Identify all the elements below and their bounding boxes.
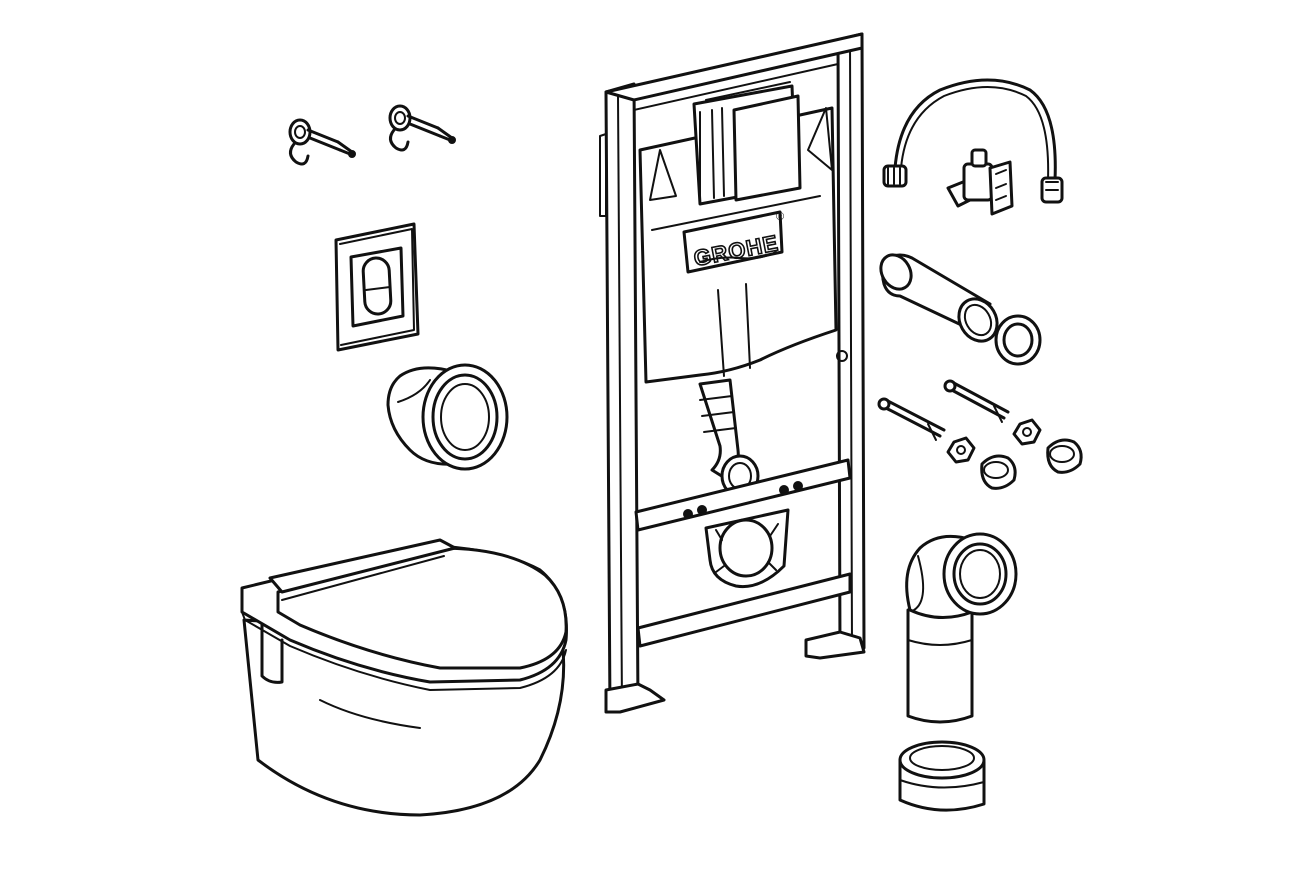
valve-icon [946, 148, 1014, 216]
elbow-icon [905, 532, 1018, 724]
wall-hook-icon [288, 104, 456, 166]
stud-icon [877, 379, 1010, 441]
toilet-icon [240, 538, 568, 817]
hose-icon [882, 78, 1064, 204]
reducer-icon [898, 740, 986, 812]
flush-plate-icon [334, 222, 420, 352]
nut-icon [946, 418, 1083, 490]
ring-icon [994, 314, 1042, 366]
sleeve-icon [386, 363, 509, 471]
pipe-icon [879, 253, 999, 343]
frame-icon: GROHE ® [599, 32, 866, 714]
registered-mark: ® [776, 211, 784, 223]
